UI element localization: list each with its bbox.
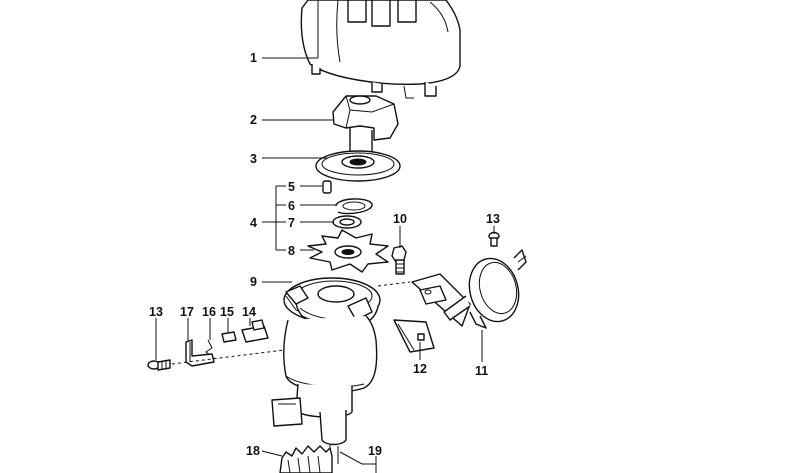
connector [241,319,269,343]
callout-8: 8 [288,244,295,258]
callout-16: 16 [202,305,216,319]
bracket-clip [393,319,435,353]
callout-13-left: 13 [149,305,163,319]
callout-4: 4 [250,216,257,230]
callout-17: 17 [180,305,194,319]
centrifugal-plate [315,150,401,182]
callout-12: 12 [413,362,427,376]
leader-lines [155,57,495,473]
bolt-left [147,359,171,371]
distributor-cap [300,0,461,99]
trigger-wheel [307,229,389,273]
distributor-body [271,315,378,464]
callout-13-right: 13 [486,212,500,226]
callout-5: 5 [288,180,295,194]
vacuum-advance-unit [411,249,527,329]
callout-1: 1 [250,51,257,65]
callout-11: 11 [475,364,488,378]
callout-10: 10 [393,212,407,226]
callout-labels: 1 2 3 4 5 6 7 8 9 10 11 12 13 13 14 15 1… [149,51,500,458]
assembly-path-left [171,349,285,365]
bolt-top-right [488,231,500,247]
screw [391,245,407,275]
rotor [332,95,399,158]
callout-18: 18 [246,444,260,458]
callout-7: 7 [288,216,295,230]
callout-6: 6 [288,199,295,213]
contact-bracket [185,339,215,367]
spring-clip [221,331,237,343]
callout-19: 19 [368,444,382,458]
callout-2: 2 [250,113,257,127]
callout-3: 3 [250,152,257,166]
callout-14: 14 [242,305,256,319]
washer [332,215,362,229]
drive-gear [279,445,333,473]
callout-9: 9 [250,275,257,289]
circlip [335,198,373,215]
pin [322,180,332,194]
callout-15: 15 [220,305,234,319]
